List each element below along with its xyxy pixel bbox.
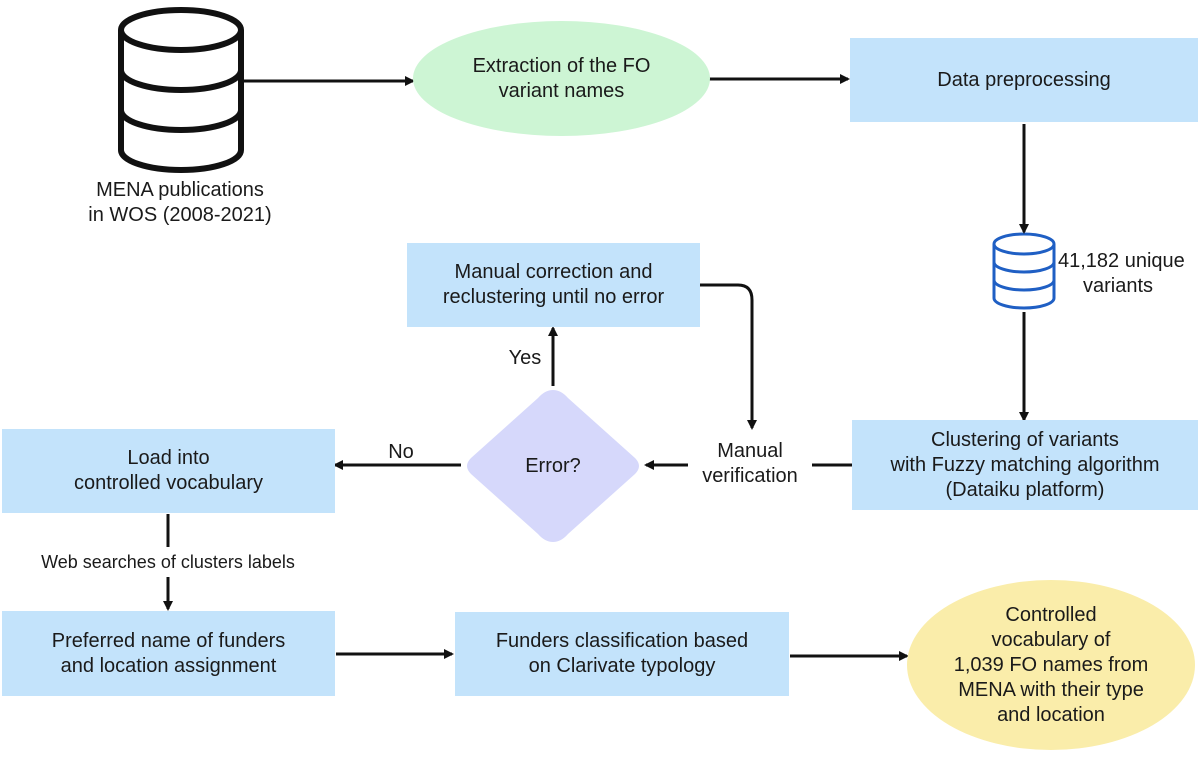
controlled-vocabulary-node: Controlled vocabulary of 1,039 FO names …	[907, 580, 1195, 750]
database-icon	[118, 7, 244, 173]
manual-correction-node: Manual correction and reclustering until…	[407, 243, 700, 327]
unique-variants-label: 41,182 unique variants	[1058, 250, 1185, 297]
small-database-icon	[992, 232, 1056, 310]
arrow-correction-to-verification	[700, 283, 757, 430]
preferred-name-node: Preferred name of funders and location a…	[2, 611, 335, 696]
yes-label: Yes	[508, 347, 542, 369]
manual-verification-label: Manual verification	[702, 440, 798, 487]
decision-label: Error?	[525, 454, 581, 477]
no-label: No	[388, 441, 414, 463]
web-searches-label: Web searches of clusters labels	[41, 552, 295, 572]
mena-publications-label: MENA publications in WOS (2008-2021)	[88, 179, 272, 226]
classification-node: Funders classification based on Clarivat…	[455, 612, 789, 696]
load-node: Load into controlled vocabulary	[2, 429, 335, 513]
extraction-node: Extraction of the FO variant names	[413, 21, 710, 136]
preprocessing-node: Data preprocessing	[850, 38, 1198, 122]
decision-diamond	[467, 390, 639, 542]
clustering-node: Clustering of variants with Fuzzy matchi…	[852, 420, 1198, 510]
